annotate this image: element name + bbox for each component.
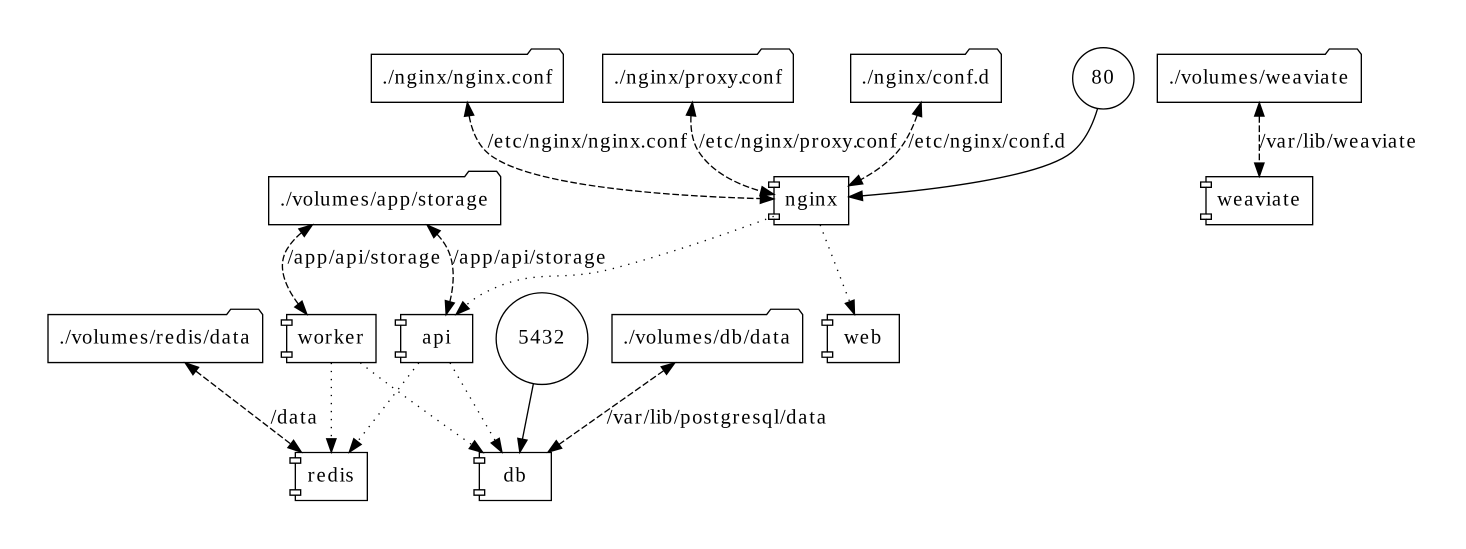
svg-text:/etc/nginx/proxy.conf: /etc/nginx/proxy.conf [699,130,898,153]
svg-text:api: api [422,326,452,349]
svg-text:./nginx/nginx.conf: ./nginx/nginx.conf [382,66,553,89]
svg-text:db: db [503,464,526,487]
svg-text:worker: worker [298,326,364,349]
svg-text:80: 80 [1091,66,1114,89]
svg-text:/app/api/storage: /app/api/storage [453,246,606,269]
svg-text:5432: 5432 [518,326,564,349]
svg-text:./nginx/proxy.conf: ./nginx/proxy.conf [614,66,783,89]
svg-text:web: web [844,326,882,349]
svg-text:/app/api/storage: /app/api/storage [287,246,440,269]
svg-text:./nginx/conf.d: ./nginx/conf.d [862,66,990,89]
svg-text:redis: redis [308,464,354,487]
svg-text:/var/lib/weaviate: /var/lib/weaviate [1260,130,1416,153]
svg-text:/etc/nginx/nginx.conf: /etc/nginx/nginx.conf [488,130,689,153]
svg-text:./volumes/weaviate: ./volumes/weaviate [1169,66,1348,89]
svg-text:/etc/nginx/conf.d: /etc/nginx/conf.d [908,130,1065,153]
svg-text:weaviate: weaviate [1217,188,1300,211]
svg-text:/var/lib/postgresql/data: /var/lib/postgresql/data [607,406,826,429]
svg-text:nginx: nginx [785,188,838,211]
svg-text:./volumes/redis/data: ./volumes/redis/data [59,326,249,349]
svg-text:./volumes/db/data: ./volumes/db/data [623,326,790,349]
svg-text:/data: /data [271,406,317,429]
svg-text:./volumes/app/storage: ./volumes/app/storage [280,188,488,211]
